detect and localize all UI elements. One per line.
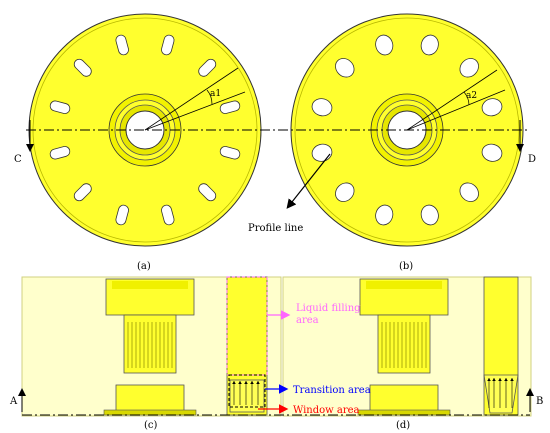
section-mark-c: C: [14, 154, 22, 165]
profile-line-label: Profile line: [248, 223, 303, 234]
flow-arrowhead: [510, 378, 514, 381]
flow-arrowhead: [244, 381, 248, 384]
round-hole: [459, 58, 479, 78]
flow-arrowhead: [487, 378, 491, 381]
flow-arrows-d: [487, 378, 514, 408]
window-label: Window area: [293, 405, 360, 416]
round-hole: [420, 204, 439, 226]
panel-label-d: (d): [396, 420, 410, 431]
round-hole: [481, 98, 503, 117]
section-d: [282, 276, 532, 417]
round-holes-b: [311, 34, 503, 226]
flow-arrows-c: [232, 381, 260, 405]
flow-arrowhead: [238, 381, 242, 384]
slot-hole: [73, 183, 92, 202]
spline-teeth-d: [381, 322, 427, 368]
angle-label-a2: a2: [466, 91, 477, 101]
slot-hole: [49, 146, 71, 160]
spline-teeth-c: [127, 322, 173, 368]
panel-label-c: (c): [144, 420, 158, 431]
liquid-filling-label-1: Liquid filling: [296, 303, 361, 314]
panel-label-a: (a): [137, 261, 151, 272]
round-hole: [375, 34, 394, 56]
flow-arrowhead: [492, 378, 496, 381]
flow-arrowhead: [498, 378, 502, 381]
flow-arrowhead: [256, 381, 260, 384]
flow-arrowhead: [250, 381, 254, 384]
round-hole: [481, 143, 503, 162]
round-hole: [335, 58, 355, 78]
angle-label-a1: a1: [210, 89, 221, 99]
round-hole: [335, 182, 355, 202]
disc-a: a1: [28, 13, 262, 247]
profile-line-arrow: [286, 153, 331, 209]
flow-arrowhead: [504, 378, 508, 381]
panel-label-b: (b): [399, 261, 413, 272]
flow-arrowhead: [232, 381, 236, 384]
slot-hole: [219, 146, 241, 160]
slot-hole: [49, 100, 71, 114]
slot-hole: [198, 183, 217, 202]
section-mark-b: B: [536, 396, 543, 407]
slot-hole: [161, 204, 175, 226]
slot-hole: [73, 58, 92, 77]
transition-region: [228, 374, 266, 408]
slot-hole: [161, 34, 175, 56]
slot-hole: [219, 100, 241, 114]
slot-hole: [198, 58, 217, 77]
transition-label: Transition area: [293, 385, 371, 396]
slot-hole: [115, 34, 129, 56]
round-hole: [459, 182, 479, 202]
slot-holes-a: [49, 34, 241, 226]
round-hole: [311, 98, 333, 117]
round-hole: [420, 34, 439, 56]
section-c: [21, 276, 282, 417]
liquid-filling-label-2: area: [296, 315, 319, 326]
round-hole: [375, 204, 394, 226]
section-mark-a: A: [9, 396, 18, 407]
slot-hole: [115, 204, 129, 226]
section-mark-d: D: [528, 154, 536, 165]
